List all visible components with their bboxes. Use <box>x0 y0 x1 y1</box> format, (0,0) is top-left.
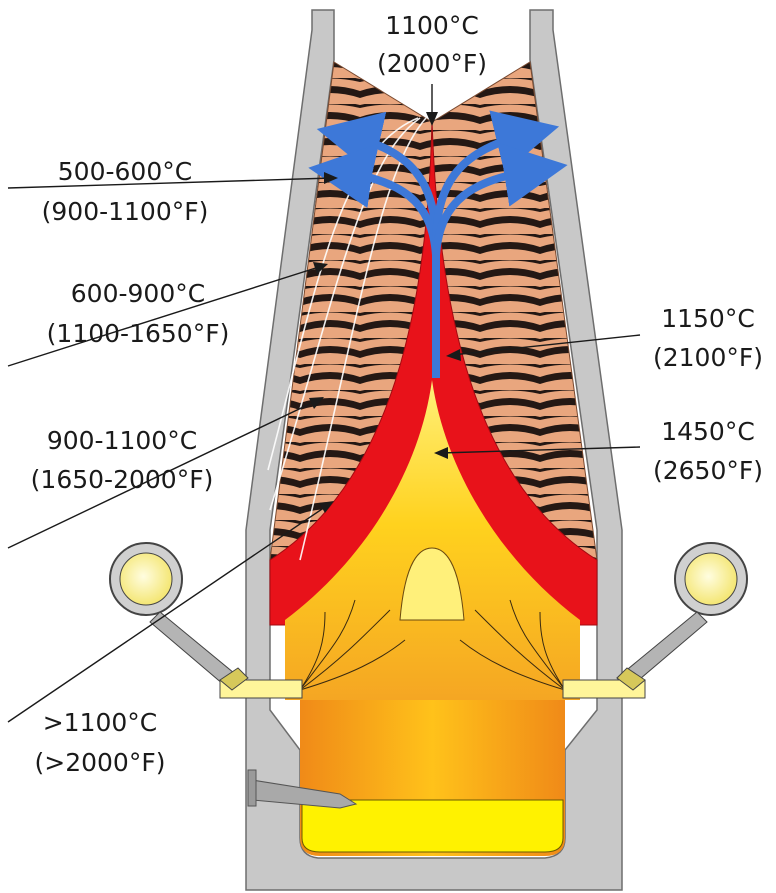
label-600-900-celsius: 600-900°C <box>71 279 205 308</box>
label-500-600-celsius: 500-600°C <box>58 157 192 186</box>
label-900-1100-celsius: 900-1100°C <box>47 426 197 455</box>
label-600-900-fahrenheit: (1100-1650°F) <box>47 319 230 348</box>
label-1150-celsius: 1150°C <box>661 304 755 333</box>
label-above-1100-celsius: >1100°C <box>43 708 158 737</box>
label-1450-celsius: 1450°C <box>661 417 755 446</box>
label-500-600-fahrenheit: (900-1100°F) <box>42 197 209 226</box>
label-top-celsius: 1100°C <box>385 11 479 40</box>
label-above-1100-fahrenheit: (>2000°F) <box>35 748 166 777</box>
hearth <box>300 700 565 856</box>
label-1450-fahrenheit: (2650°F) <box>653 456 763 485</box>
label-1150-fahrenheit: (2100°F) <box>653 343 763 372</box>
label-top-fahrenheit: (2000°F) <box>377 49 487 78</box>
label-900-1100-fahrenheit: (1650-2000°F) <box>31 465 214 494</box>
